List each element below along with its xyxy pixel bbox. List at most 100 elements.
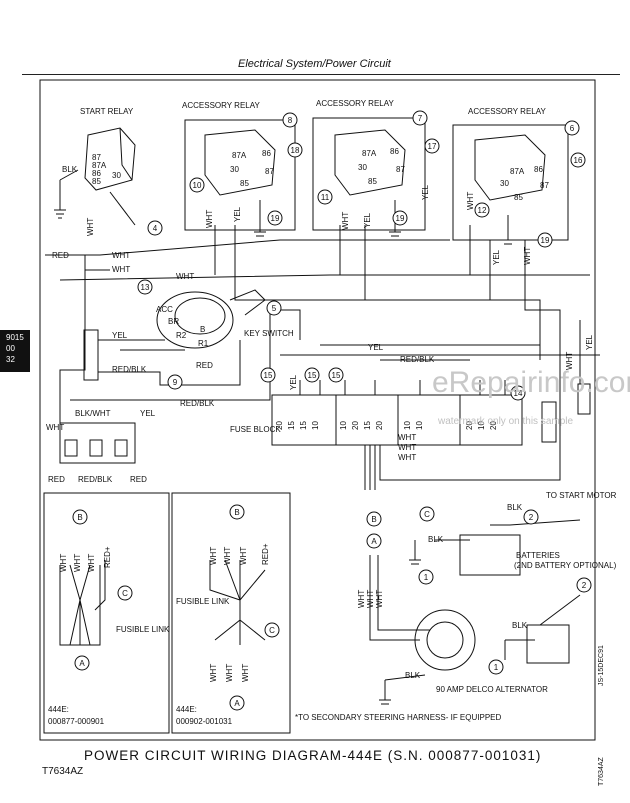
callout-c: C	[424, 510, 430, 519]
wire-label: RED	[52, 251, 69, 260]
accessory-relay-1	[184, 119, 296, 231]
ground-icon	[54, 180, 66, 219]
inset-box-1	[43, 492, 170, 734]
pin-label: 30	[358, 163, 367, 172]
pin-label: 86	[390, 147, 399, 156]
callout-2: 2	[529, 513, 534, 522]
wire-label: RED+	[103, 546, 112, 568]
inset-2-serial: 000902-001031	[176, 717, 233, 726]
wire-label: RED	[196, 361, 213, 370]
pin-label: 85	[368, 177, 377, 186]
fuse-number: 20	[489, 421, 498, 430]
wire-label: RED/BLK	[180, 399, 215, 408]
connector-c: C	[269, 626, 275, 635]
wire-label: WHT	[205, 210, 214, 228]
inset-box-2	[171, 492, 291, 734]
pin-label: 86	[92, 169, 101, 178]
side-id: T7634AZ	[598, 757, 605, 786]
wire-label: WHT	[366, 590, 375, 608]
inset-1-model: 444E:	[48, 705, 69, 714]
plug-connector	[59, 422, 136, 464]
fusible-link-label: FUSIBLE LINK	[176, 597, 230, 606]
accessory-relay-label: ACCESSORY RELAY	[182, 101, 260, 110]
terminal-label: ACC	[156, 305, 173, 314]
fuse-block	[271, 394, 523, 446]
callout-10: 10	[193, 181, 202, 190]
pin-label: 87A	[232, 151, 247, 160]
fuse-block-label: FUSE BLOCK	[230, 425, 281, 434]
fuse-number: 15	[299, 421, 308, 430]
callout-16: 16	[574, 156, 583, 165]
callout-15: 15	[264, 371, 273, 380]
pin-label: 30	[230, 165, 239, 174]
wire-label: WHT	[239, 547, 248, 565]
wire-label: WHT	[112, 265, 130, 274]
fuse-number: 10	[477, 421, 486, 430]
callout-9: 9	[173, 378, 178, 387]
wire-label: WHT	[73, 554, 82, 572]
wire-label: WHT	[241, 664, 250, 682]
connector-b: B	[371, 515, 376, 524]
wire-label: YEL	[585, 334, 594, 350]
fuse-number: 20	[465, 421, 474, 430]
terminal-label: R2	[176, 331, 187, 340]
pin-label: 87	[265, 167, 274, 176]
key-switch-label: KEY SWITCH	[244, 329, 294, 338]
fuse-number: 15	[363, 421, 372, 430]
pin-label: 87	[396, 165, 405, 174]
callout-15: 15	[308, 371, 317, 380]
connector-b: B	[234, 508, 239, 517]
connector-c: C	[122, 589, 128, 598]
callout-17: 17	[428, 142, 437, 151]
pin-label: 87A	[92, 161, 107, 170]
fuse-number: 10	[415, 421, 424, 430]
connector-a: A	[79, 659, 85, 668]
wire-label: WHT	[223, 547, 232, 565]
pin-label: 87	[92, 153, 101, 162]
callout-14: 14	[514, 389, 523, 398]
wire-label: WHT	[59, 554, 68, 572]
wire-label: YEL	[421, 184, 430, 200]
connector-a: A	[234, 699, 240, 708]
wire-label: WHT	[112, 251, 130, 260]
wire-label: YEL	[112, 331, 128, 340]
wire-label: WHT	[565, 352, 574, 370]
callout-11: 11	[321, 193, 330, 202]
batteries-note: (2ND BATTERY OPTIONAL)	[514, 561, 617, 570]
figure-id: T7634AZ	[42, 766, 84, 777]
wire-label: YEL	[363, 212, 372, 228]
header-rule	[22, 74, 620, 75]
pin-label: 87A	[362, 149, 377, 158]
start-motor-label: TO START MOTOR	[546, 491, 617, 500]
wire-label: BLK	[507, 503, 523, 512]
wire-label: WHT	[86, 218, 95, 236]
fuse-number: 10	[311, 421, 320, 430]
wire-label: YEL	[492, 249, 501, 265]
pin-label: 86	[534, 165, 543, 174]
callout-6: 6	[570, 124, 575, 133]
terminal-label: B	[200, 325, 205, 334]
wire-label: WHT	[87, 554, 96, 572]
fusible-link-label: FUSIBLE LINK	[116, 625, 170, 634]
start-relay-label: START RELAY	[80, 107, 134, 116]
alternator-label: 90 AMP DELCO ALTERNATOR	[436, 685, 548, 694]
wire-label: WHT	[523, 247, 532, 265]
callout-2: 2	[582, 581, 587, 590]
wire-label: RED/BLK	[400, 355, 435, 364]
side-tab-line: 32	[6, 355, 15, 364]
side-tab-line: 00	[6, 344, 15, 353]
wire-label: WHT	[466, 192, 475, 210]
wire-label: WHT	[341, 212, 350, 230]
pin-label: 86	[262, 149, 271, 158]
fuse-number: 20	[351, 421, 360, 430]
wire-label: BLK	[62, 165, 78, 174]
accessory-relay-2	[312, 117, 426, 231]
callout-7: 7	[418, 114, 423, 123]
alternator	[414, 609, 476, 671]
red-wht-bus	[45, 239, 450, 256]
pin-label: 85	[92, 177, 101, 186]
wire-label: RED	[130, 475, 147, 484]
side-tab: 9015 00 32	[0, 330, 30, 372]
inset-1-serial: 000877-000901	[48, 717, 105, 726]
